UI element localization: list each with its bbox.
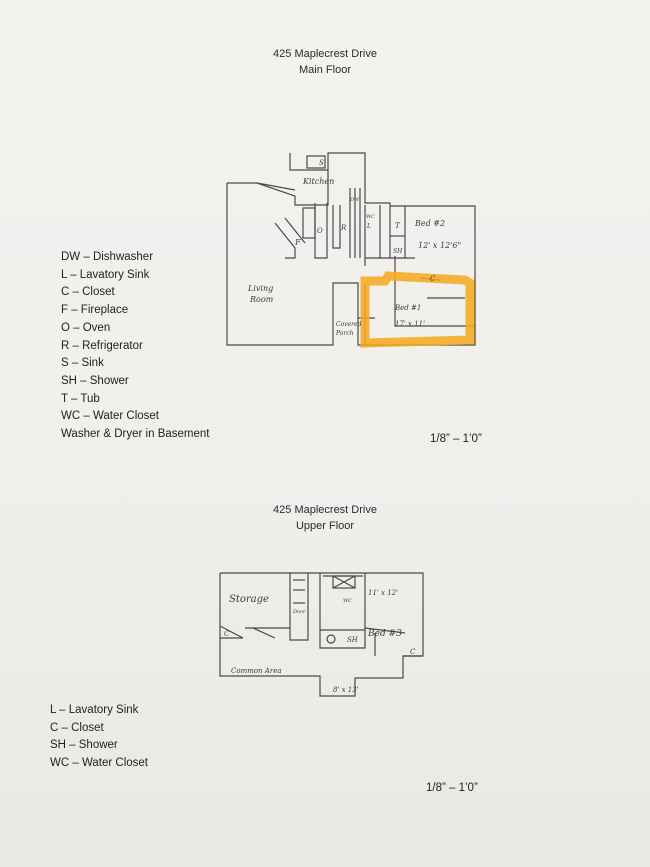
porch-label-2: Porch xyxy=(335,330,354,337)
legend-item: O – Oven xyxy=(61,321,111,334)
bed1-label: Bed #1 xyxy=(394,304,421,312)
sink-label: S xyxy=(319,159,324,167)
upper-floor-legend: L – Lavatory Sink C – Closet SH – Shower… xyxy=(50,702,148,773)
legend-item: SH – Shower xyxy=(50,739,118,752)
bed2-size: 12' x 12'6" xyxy=(418,241,461,250)
upper-floor-scale: 1/8” – 1’0” xyxy=(426,782,478,794)
bed3-label: Bed #3 xyxy=(367,629,402,639)
tub-label: T xyxy=(395,222,401,230)
main-floor-legend: DW – Dishwasher L – Lavatory Sink C – Cl… xyxy=(61,249,209,444)
main-floor-header: 425 Maplecrest Drive Main Floor xyxy=(0,46,650,78)
legend-item: R – Refrigerator xyxy=(61,339,143,352)
main-floor-address: 425 Maplecrest Drive xyxy=(273,48,377,60)
wc-label: WC xyxy=(366,214,375,220)
legend-item: Washer & Dryer in Basement xyxy=(61,428,210,441)
legend-item: T – Tub xyxy=(61,392,100,405)
porch-label-1: Covered xyxy=(336,321,362,328)
bed3-size-bottom: 8' x 13' xyxy=(333,686,359,694)
legend-item: L – Lavatory Sink xyxy=(50,704,139,716)
legend-item: L – Lavatory Sink xyxy=(61,268,150,281)
legend-item: WC – Water Closet xyxy=(61,410,159,423)
bed2-label: Bed #2 xyxy=(414,219,445,228)
legend-item: S – Sink xyxy=(61,357,104,370)
wc-label: WC xyxy=(343,598,352,604)
bed1-highlight xyxy=(360,271,475,348)
legend-item: C – Closet xyxy=(50,721,104,734)
living-label: Living xyxy=(247,284,273,293)
main-floor-scale: 1/8” – 1’0” xyxy=(430,433,482,445)
legend-item: F – Fireplace xyxy=(61,304,129,317)
kitchen-label: Kitchen xyxy=(302,177,334,186)
room-label: Room xyxy=(249,295,274,304)
legend-item: DW – Dishwasher xyxy=(61,251,154,263)
legend-item: SH – Shower xyxy=(61,374,129,387)
fireplace-label: F xyxy=(294,238,301,247)
oven-label: O xyxy=(317,227,323,235)
shower-label: SH xyxy=(347,636,359,644)
legend-item: C – Closet xyxy=(61,286,115,299)
upper-floor-title: Upper Floor xyxy=(295,520,355,532)
legend-item: WC – Water Closet xyxy=(50,757,148,770)
common-area-label: Common Area xyxy=(231,667,282,675)
storage-label: Storage xyxy=(229,594,269,605)
closet-label: C xyxy=(430,275,436,283)
lav-label: L xyxy=(366,223,371,230)
closet-label-right: C xyxy=(410,648,416,656)
bed1-size: 17' x 11' xyxy=(395,320,425,328)
refrigerator-label: R xyxy=(340,224,347,232)
upper-floor-address: 425 Maplecrest Drive xyxy=(273,504,377,516)
upper-floor-plan: Storage Common Area Bed #3 11' x 12' 8' … xyxy=(219,572,424,697)
door-label: Door xyxy=(292,609,306,615)
closet-label-left: C xyxy=(224,630,230,638)
upper-floor-header: 425 Maplecrest Drive Upper Floor xyxy=(0,502,650,534)
main-floor-title: Main Floor xyxy=(299,64,351,76)
main-floor-plan: Kitchen Living Room Bed #2 12' x 12'6" B… xyxy=(226,152,476,348)
bed3-size-top: 11' x 12' xyxy=(368,589,398,597)
dishwasher-label: DW xyxy=(349,197,360,203)
shower-label: SH xyxy=(393,248,403,255)
